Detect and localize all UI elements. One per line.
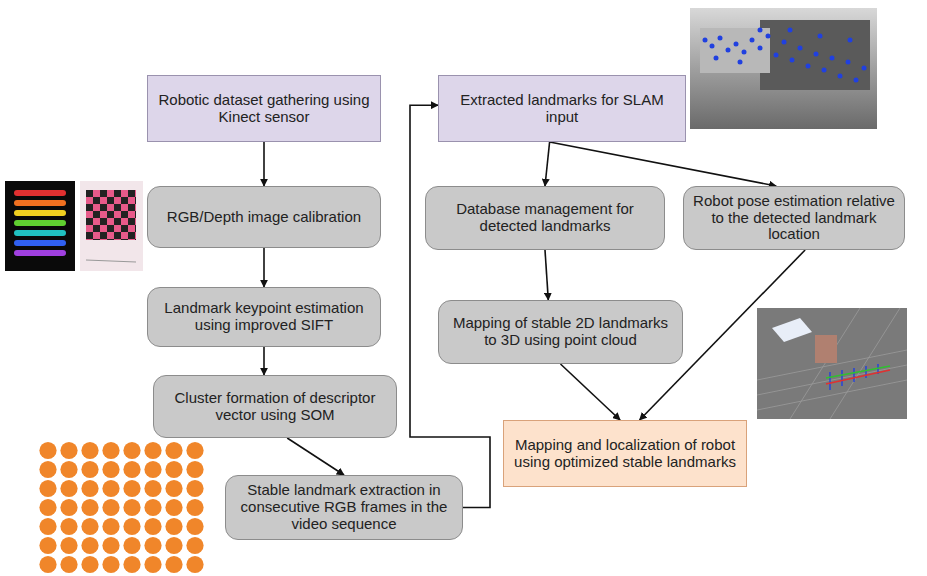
- point-cloud-render: [757, 308, 907, 419]
- calibration-image: [5, 181, 143, 271]
- flow-arrow: [263, 347, 265, 375]
- process-box: Landmark keypoint estimation using impro…: [147, 287, 381, 347]
- process-box: RGB/Depth image calibration: [147, 186, 381, 248]
- process-box: Stable landmark extraction in consecutiv…: [225, 475, 463, 540]
- process-box: Mapping of stable 2D landmarks to 3D usi…: [438, 300, 683, 364]
- input-box: Extracted landmarks for SLAM input: [438, 75, 686, 142]
- process-box: Cluster formation of descriptor vector u…: [153, 375, 397, 438]
- flow-arrow: [263, 248, 265, 287]
- flow-arrow: [550, 142, 777, 186]
- process-box: Database management for detected landmar…: [425, 186, 665, 250]
- process-box: Robot pose estimation relative to the de…: [683, 186, 905, 250]
- node-label: Landmark keypoint estimation using impro…: [148, 300, 380, 334]
- flow-arrow: [263, 142, 265, 186]
- node-label: Mapping and localization of robot using …: [504, 437, 746, 471]
- node-label: Stable landmark extraction in consecutiv…: [226, 482, 462, 532]
- som-grid: [38, 441, 206, 574]
- flow-arrow: [545, 250, 548, 300]
- flow-arrow: [561, 364, 621, 420]
- input-box: Robotic dataset gathering using Kinect s…: [147, 75, 381, 142]
- result-box: Mapping and localization of robot using …: [503, 420, 747, 487]
- node-label: Extracted landmarks for SLAM input: [439, 92, 685, 126]
- node-label: Robotic dataset gathering using Kinect s…: [148, 92, 380, 126]
- node-label: Mapping of stable 2D landmarks to 3D usi…: [439, 315, 682, 349]
- node-label: Robot pose estimation relative to the de…: [684, 193, 904, 243]
- flow-arrow: [287, 438, 344, 475]
- node-label: Cluster formation of descriptor vector u…: [154, 390, 396, 424]
- camera-frame: [690, 8, 877, 129]
- flow-arrow: [545, 142, 550, 186]
- node-label: RGB/Depth image calibration: [161, 209, 367, 226]
- node-label: Database management for detected landmar…: [426, 201, 664, 235]
